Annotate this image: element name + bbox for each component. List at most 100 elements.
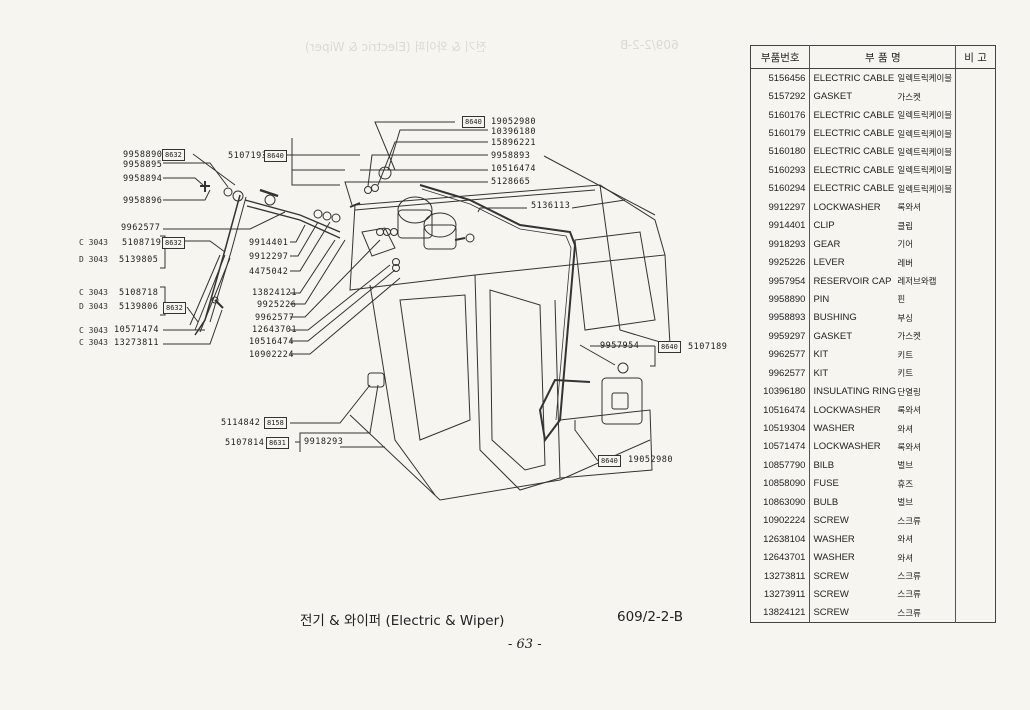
callout-5128665: 5128665 <box>491 177 531 187</box>
part-name-kr-cell: 가스켓 <box>897 327 957 346</box>
part-number-cell: 9962577 <box>750 364 811 383</box>
part-number-cell: 10396180 <box>750 382 811 401</box>
wiper-arm-edge <box>209 196 247 323</box>
part-number-cell: 9962577 <box>750 345 811 364</box>
variant-label: C 3043 <box>79 288 108 297</box>
part-name-en-cell: BULB <box>813 496 839 508</box>
callout-19052980: 19052980 <box>628 455 673 465</box>
remarks-cell <box>956 161 996 179</box>
remarks-cell <box>956 512 996 530</box>
callout-10571474: 10571474 <box>114 325 159 335</box>
ref-box-8640: 8640 <box>462 116 485 128</box>
part-name-kr-cell: 록와셔 <box>897 400 957 420</box>
cab-rear-window <box>574 231 656 331</box>
wiper-motor-housing <box>397 209 433 239</box>
part-name-kr-cell: 록와셔 <box>897 437 957 457</box>
callout-9914401: 9914401 <box>249 238 289 248</box>
part-name-en-cell: SCREW <box>813 515 849 527</box>
part-name-en-cell: LOCKWASHER <box>813 404 881 416</box>
remarks-cell <box>956 548 996 566</box>
part-name-en-cell: CLIP <box>813 220 835 232</box>
page-caption: 전기 & 와이퍼 (Electric & Wiper) <box>300 613 505 629</box>
callout-5139806: 5139806 <box>119 302 159 312</box>
ref-box-8632: 8632 <box>163 302 186 314</box>
header-part-number: 부품번호 <box>750 45 811 69</box>
part-name-kr-cell: 일렉트릭케이블 <box>897 161 957 180</box>
variant-label: D 3043 <box>79 255 108 264</box>
variant-label: C 3043 <box>79 338 108 347</box>
callout-5139805: 5139805 <box>119 255 159 265</box>
exploded-parts-diagram <box>160 121 671 501</box>
callout-4475042: 4475042 <box>249 267 289 277</box>
remarks-cell <box>956 217 996 235</box>
cab-rear-pillar <box>599 184 671 346</box>
part-name-kr-cell: 스크류 <box>897 511 957 530</box>
remarks-cell <box>956 382 996 400</box>
part-number-cell: 10857790 <box>750 456 811 475</box>
part-name-en-cell: KIT <box>813 367 829 379</box>
remarks-cell <box>956 327 996 345</box>
remarks-cell <box>956 87 996 105</box>
callout-9957954: 9957954 <box>600 341 640 351</box>
part-number-cell: 5160179 <box>750 124 811 143</box>
part-number-cell: 5160180 <box>750 142 811 162</box>
washer-hose <box>419 184 591 443</box>
callout-9912297: 9912297 <box>249 252 289 262</box>
part-name-kr-cell: 일렉트릭케이블 <box>897 179 957 199</box>
cab-door-frame <box>474 274 561 491</box>
part-number-cell: 9959297 <box>750 327 811 346</box>
part-number-cell: 5160293 <box>750 161 811 180</box>
reservoir-cap <box>617 362 629 374</box>
remarks-cell <box>956 364 996 382</box>
part-name-en-cell: RESERVOIR CAP <box>813 275 892 287</box>
part-name-en-cell: ELECTRIC CABLE <box>813 72 895 84</box>
ref-box-8640: 8640 <box>658 341 681 353</box>
part-name-kr-cell: 스크류 <box>897 566 957 586</box>
cab-side-window <box>399 294 471 441</box>
part-name-kr-cell: 부싱 <box>897 308 957 328</box>
part-name-en-cell: ELECTRIC CABLE <box>813 146 895 158</box>
part-name-en-cell: SCREW <box>813 570 849 582</box>
callout-9958890: 9958890 <box>123 150 163 160</box>
part-number-cell: 9925226 <box>750 253 811 272</box>
remarks-cell <box>956 475 996 493</box>
callout-5107193: 5107193 <box>228 151 268 161</box>
part-name-kr-cell: 벌브 <box>897 456 957 475</box>
wiper-blade <box>189 254 231 333</box>
part-number-cell: 12638104 <box>750 529 811 549</box>
washer-hose-inner <box>421 188 572 421</box>
table-header-row: 부품번호 부 품 명 비 고 <box>750 45 996 69</box>
variant-label: C 3043 <box>79 326 108 335</box>
part-name-kr-cell: 핀 <box>897 290 957 309</box>
part-name-kr-cell: 일렉트릭케이블 <box>897 105 957 125</box>
part-number-cell: 10571474 <box>750 437 811 457</box>
part-name-kr-cell: 레저브와캡 <box>897 271 957 291</box>
remarks-cell <box>956 493 996 511</box>
page-code: 609/2-2-B <box>617 609 684 625</box>
remarks-cell <box>956 143 996 161</box>
part-name-kr-cell: 휴즈 <box>897 474 957 494</box>
part-name-en-cell: KIT <box>813 349 829 361</box>
callout-10396180: 10396180 <box>491 127 536 137</box>
remarks-cell <box>956 419 996 437</box>
callout-5107814: 5107814 <box>225 438 265 448</box>
part-name-kr-cell: 와셔 <box>897 419 957 438</box>
